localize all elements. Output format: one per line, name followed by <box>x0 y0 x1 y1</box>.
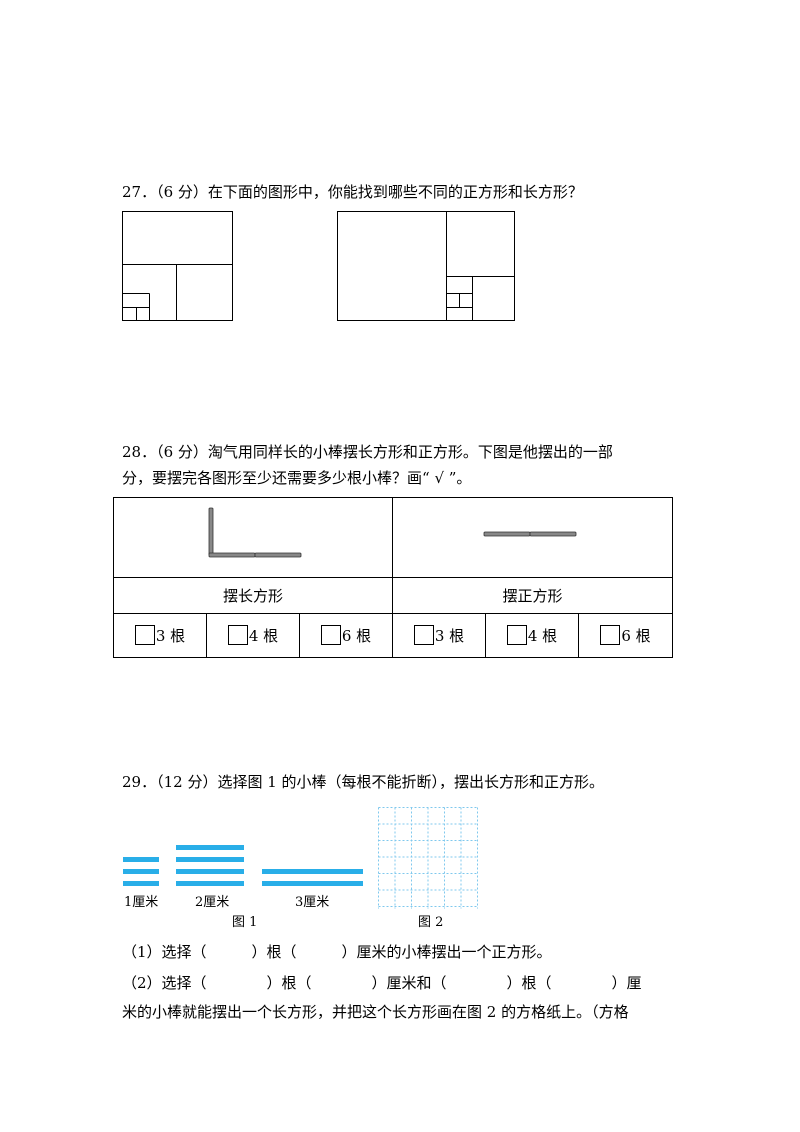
q29-text: 选择图 1 的小棒（每根不能折断），摆出长方形和正方形。 <box>217 773 605 791</box>
stick-1cm-a <box>123 857 159 862</box>
checkbox[interactable] <box>506 625 527 645</box>
q28-number: 28． <box>122 443 157 461</box>
q27-text: 在下面的图形中，你能找到哪些不同的正方形和长方形？ <box>207 183 583 201</box>
rod-horizontal-1 <box>208 552 256 558</box>
rod-horizontal-2 <box>254 552 302 558</box>
q27-heading: 27．（6 分）在下面的图形中，你能找到哪些不同的正方形和长方形？ <box>122 182 583 202</box>
rect-option-3[interactable]: 3 根 <box>113 613 207 658</box>
q29-heading: 29．（12 分）选择图 1 的小棒（每根不能折断），摆出长方形和正方形。 <box>122 772 604 792</box>
rect-option-4[interactable]: 4 根 <box>206 613 300 658</box>
rect-option-6[interactable]: 6 根 <box>298 613 394 658</box>
checkbox[interactable] <box>134 625 155 645</box>
q28-table: 摆长方形 摆正方形 3 根 4 根 6 根 3 根 4 根 6 根 <box>112 497 674 658</box>
fig2-grid-paper <box>378 807 478 909</box>
square-partial-sticks <box>483 531 577 537</box>
fig-left-outer <box>122 211 233 321</box>
rect-partial-sticks <box>208 507 302 558</box>
checkbox[interactable] <box>413 625 434 645</box>
q29-sub2-line1: （2）选择（ ）根（ ）厘米和（ ）根（ ）厘 <box>122 974 642 992</box>
stick-1cm-c <box>123 881 159 886</box>
stick-3cm-b <box>262 881 363 886</box>
checkbox[interactable] <box>600 625 621 645</box>
square-option-3[interactable]: 3 根 <box>392 613 487 658</box>
rod-sq-1 <box>483 531 531 537</box>
stick-3cm-a <box>262 869 363 874</box>
square-option-4[interactable]: 4 根 <box>485 613 580 658</box>
checkbox[interactable] <box>227 625 248 645</box>
fig1-caption: 图 1 <box>232 915 258 930</box>
q28-line1: 28．（6 分）淘气用同样长的小棒摆长方形和正方形。下图是他摆出的一部 <box>122 442 613 462</box>
q27-score: （6 分） <box>156 183 208 201</box>
rect-label-cell: 摆长方形 <box>112 577 394 614</box>
square-figure-cell <box>392 497 674 578</box>
q27-figure-left <box>122 211 233 321</box>
q27-figure-right <box>337 211 515 321</box>
square-option-6[interactable]: 6 根 <box>578 613 674 658</box>
q29-sub1: （1）选择（ ）根（ ）厘米的小棒摆出一个正方形。 <box>122 943 552 961</box>
stick-2cm-a <box>176 845 244 850</box>
fig2-caption: 图 2 <box>418 915 444 930</box>
stick-label-1cm: 1厘米 <box>124 895 159 910</box>
rod-sq-2 <box>529 531 577 537</box>
q28-line2: 分，要摆完各图形至少还需要多少根小棒？画“ √ ”。 <box>122 469 472 487</box>
rod-vertical <box>208 507 214 556</box>
stick-label-2cm: 2厘米 <box>195 895 230 910</box>
square-label-cell: 摆正方形 <box>392 577 674 614</box>
rect-figure-cell <box>112 497 394 578</box>
fig-right-outer <box>337 211 515 321</box>
q29-number: 29． <box>122 773 157 791</box>
q29-score: （12 分） <box>156 773 218 791</box>
stick-label-3cm: 3厘米 <box>295 895 330 910</box>
q29-sub2-line2: 米的小棒就能摆出一个长方形，并把这个长方形画在图 2 的方格纸上。（方格 <box>122 1003 629 1021</box>
stick-2cm-b <box>176 857 244 862</box>
stick-1cm-b <box>123 869 159 874</box>
checkbox[interactable] <box>320 625 341 645</box>
stick-2cm-c <box>176 869 244 874</box>
q27-number: 27． <box>122 183 157 201</box>
q28-line1-text: 淘气用同样长的小棒摆长方形和正方形。下图是他摆出的一部 <box>207 443 613 461</box>
stick-2cm-d <box>176 881 244 886</box>
q28-score: （6 分） <box>156 443 208 461</box>
fig1-sticks <box>123 845 363 886</box>
